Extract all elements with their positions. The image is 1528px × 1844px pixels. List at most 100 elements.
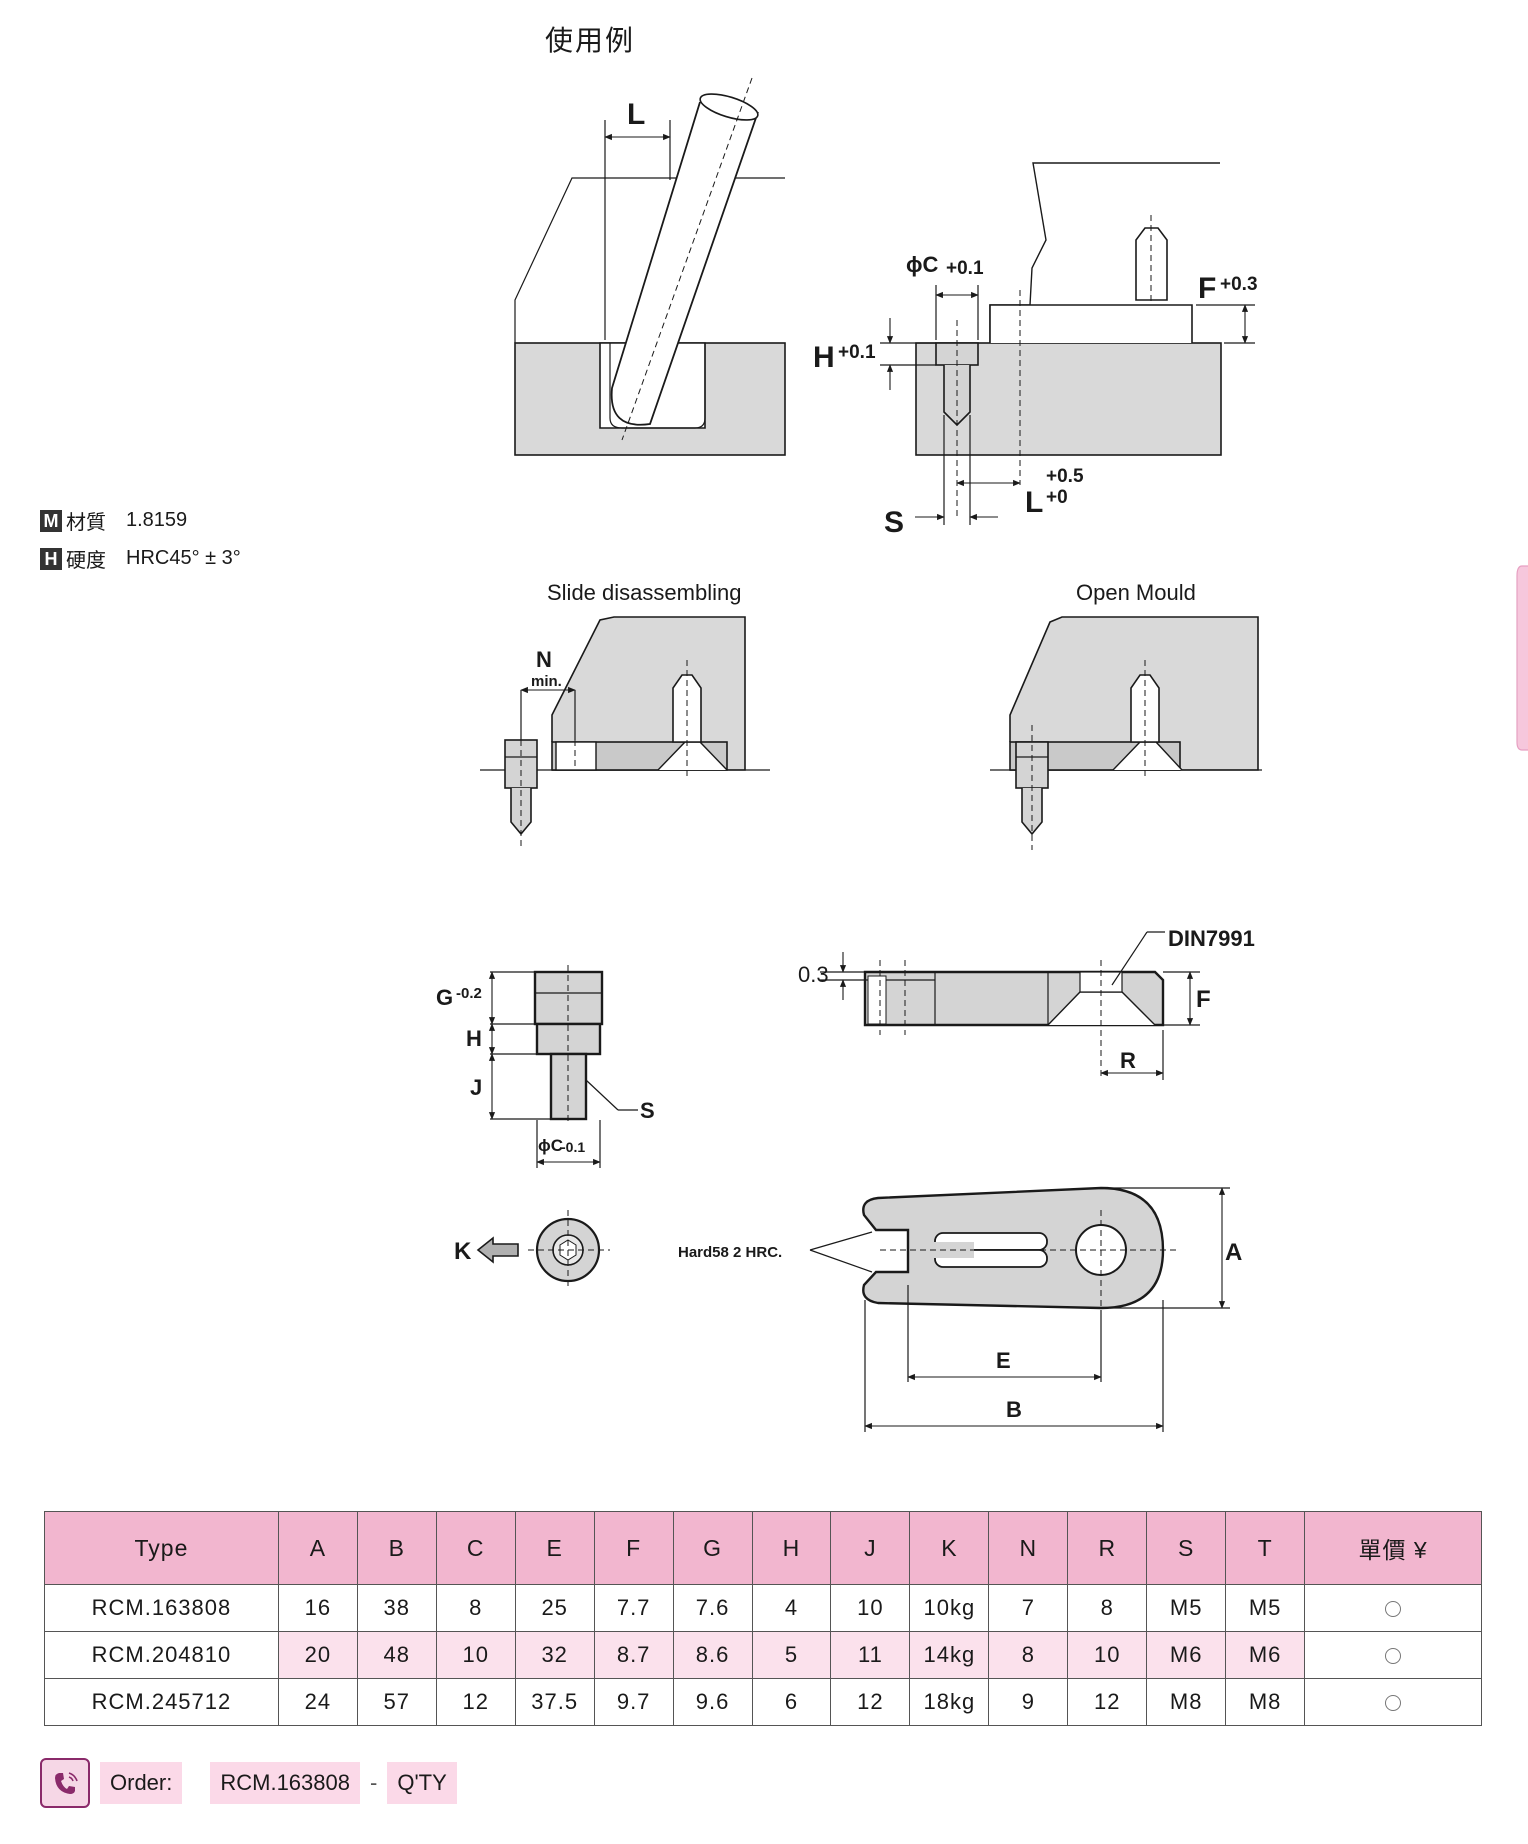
cell-a: 20 (277, 1631, 358, 1679)
din-label: DIN7991 (1168, 926, 1255, 951)
dim-j-label: J (470, 1075, 482, 1100)
dim-h-tolerance: +0.1 (838, 342, 876, 363)
dim-s-label: S (884, 506, 904, 539)
table-row: RCM.204810 20 48 10 32 8.7 8.6 5 11 14kg… (44, 1631, 1482, 1679)
header-t: T (1225, 1511, 1306, 1585)
dim-g-label: G (436, 985, 453, 1010)
cell-j: 11 (830, 1631, 911, 1679)
cell-c: 8 (435, 1584, 516, 1632)
dim-03-label: 0.3 (798, 962, 829, 987)
table-row: RCM.163808 16 38 8 25 7.7 7.6 4 10 10kg … (44, 1584, 1482, 1632)
hardness-value: HRC45° ± 3° (126, 547, 241, 569)
dim-l-label: L (627, 98, 645, 131)
cell-t: M8 (1225, 1678, 1306, 1726)
header-price: 單價 ¥ (1304, 1511, 1482, 1585)
arrow-left-icon (476, 1236, 519, 1264)
usage-left-diagram: L (514, 77, 786, 456)
dim-c-tolerance: +0.1 (946, 258, 984, 279)
dim-s-label: S (640, 1098, 655, 1123)
hardness-label: 硬度 (66, 550, 106, 572)
cell-e: 25 (514, 1584, 595, 1632)
order-qty[interactable]: Q'TY (387, 1762, 457, 1804)
header-c: C (435, 1511, 516, 1585)
cell-k: 10kg (909, 1584, 990, 1632)
cell-price (1304, 1584, 1482, 1632)
cell-g: 7.6 (672, 1584, 753, 1632)
spec-table: Type A B C E F G H J K N R S T 單價 ¥ RCM.… (44, 1511, 1482, 1726)
material-label: 材質 (66, 512, 106, 534)
open-caption: Open Mould (1076, 580, 1196, 605)
cell-k: 18kg (909, 1678, 990, 1726)
cell-r: 10 (1067, 1631, 1148, 1679)
phone-icon[interactable] (40, 1758, 90, 1808)
page-title: 使用例 (545, 25, 635, 56)
cell-a: 16 (277, 1584, 358, 1632)
dim-r-label: R (1120, 1048, 1136, 1073)
circle-icon (1385, 1601, 1402, 1618)
open-mould-diagram: Open Mould (990, 580, 1262, 850)
cell-h: 4 (751, 1584, 832, 1632)
cell-k: 14kg (909, 1631, 990, 1679)
cell-j: 12 (830, 1678, 911, 1726)
dim-c-tolerance: -0.1 (561, 1139, 585, 1155)
cell-n: 7 (988, 1584, 1069, 1632)
header-type: Type (44, 1511, 279, 1585)
header-b: B (356, 1511, 437, 1585)
cell-c: 10 (435, 1631, 516, 1679)
hardness-row: H 硬度 HRC45° ± 3° (40, 544, 241, 573)
cell-type: RCM.204810 (44, 1631, 279, 1679)
cell-s: M8 (1146, 1678, 1227, 1726)
fork-top-diagram: Hard58 2 HRC. A E B (678, 1186, 1242, 1432)
dim-c-label: ϕC (906, 252, 938, 277)
cell-f: 9.7 (593, 1678, 674, 1726)
cell-b: 48 (356, 1631, 437, 1679)
dim-n-label: N (536, 647, 552, 672)
material-badge: M (40, 509, 62, 532)
material-row: M 材質 1.8159 (40, 506, 187, 535)
dim-h-label: H (466, 1026, 482, 1051)
slide-disassembling-diagram: Slide disassembling N min. (480, 580, 770, 850)
cell-n: 8 (988, 1631, 1069, 1679)
header-n: N (988, 1511, 1069, 1585)
order-line: Order: RCM.163808 - Q'TY (40, 1758, 457, 1808)
hardness-badge: H (40, 547, 62, 570)
dim-e-label: E (996, 1348, 1011, 1373)
cell-s: M5 (1146, 1584, 1227, 1632)
hard-label: Hard58 2 HRC. (678, 1244, 782, 1261)
table-header-row: Type A B C E F G H J K N R S T 單價 ¥ (44, 1511, 1482, 1585)
header-k: K (909, 1511, 990, 1585)
cell-c: 12 (435, 1678, 516, 1726)
plate-side-diagram: 0.3 F DIN7991 R (798, 926, 1255, 1080)
cell-g: 8.6 (672, 1631, 753, 1679)
cell-type: RCM.163808 (44, 1584, 279, 1632)
usage-right-diagram: ϕC +0.1 H +0.1 F +0.3 L +0.5 +0 S (813, 162, 1258, 539)
dim-a-label: A (1225, 1239, 1242, 1266)
dim-h-label: H (813, 341, 835, 374)
edge-tab (1516, 565, 1528, 751)
header-a: A (277, 1511, 358, 1585)
dim-l-tolerance-upper: +0.5 (1046, 466, 1084, 487)
header-f: F (593, 1511, 674, 1585)
cell-a: 24 (277, 1678, 358, 1726)
order-code[interactable]: RCM.163808 (210, 1762, 360, 1804)
cell-f: 7.7 (593, 1584, 674, 1632)
header-j: J (830, 1511, 911, 1585)
cell-h: 5 (751, 1631, 832, 1679)
dim-f-label: F (1198, 272, 1216, 305)
pin-detail-diagram: G -0.2 H J S ϕC -0.1 K (436, 965, 655, 1290)
dim-l-label: L (1025, 486, 1043, 519)
dim-f-tolerance: +0.3 (1220, 274, 1258, 295)
dim-b-label: B (1006, 1397, 1022, 1422)
dim-l-tolerance-lower: +0 (1046, 487, 1068, 508)
circle-icon (1385, 1695, 1402, 1712)
cell-g: 9.6 (672, 1678, 753, 1726)
header-e: E (514, 1511, 595, 1585)
technical-drawing: 使用例 L ϕC +0.1 H (436, 25, 1528, 1432)
cell-r: 8 (1067, 1584, 1148, 1632)
cell-t: M6 (1225, 1631, 1306, 1679)
cell-b: 57 (356, 1678, 437, 1726)
cell-j: 10 (830, 1584, 911, 1632)
header-s: S (1146, 1511, 1227, 1585)
slide-caption: Slide disassembling (547, 580, 741, 605)
cell-e: 32 (514, 1631, 595, 1679)
